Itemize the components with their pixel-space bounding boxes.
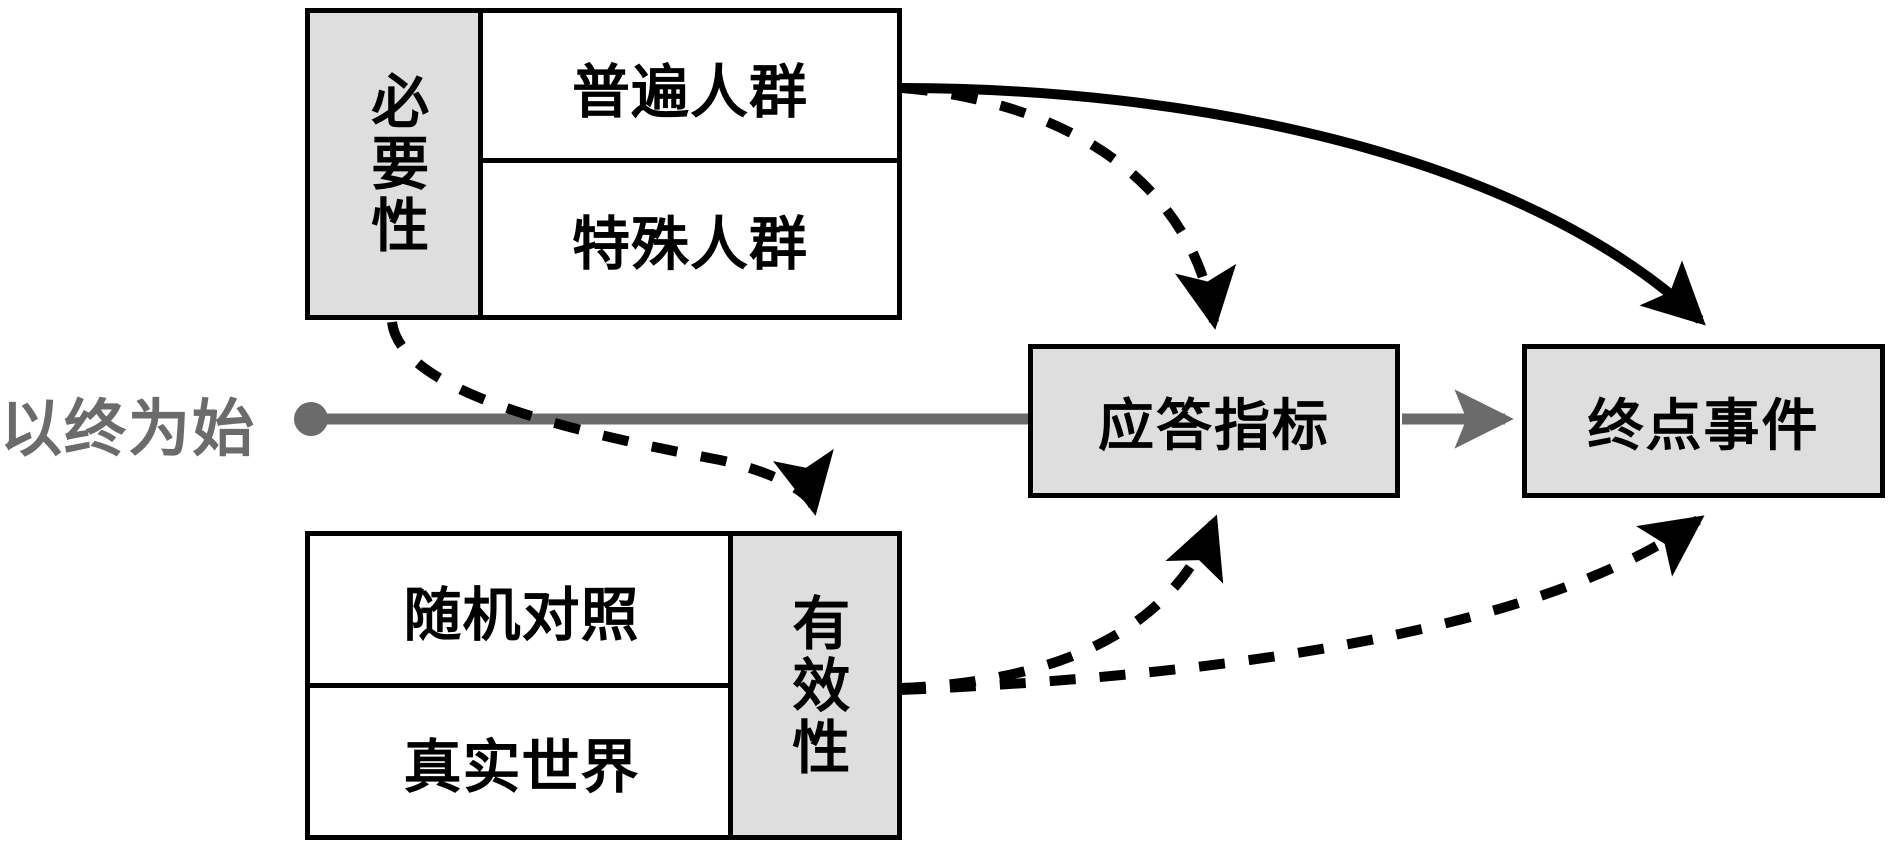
validity-row-1-label: 真实世界	[403, 734, 640, 800]
validity-row-0-label: 随机对照	[403, 582, 640, 648]
validity-header-cell: 有效性	[733, 536, 897, 835]
necessity-row-0: 普遍人群	[483, 13, 897, 160]
node-endpoint-event-label: 终点事件	[1587, 393, 1820, 457]
validity-header-divider	[728, 531, 733, 840]
necessity-row-1-label: 特殊人群	[571, 212, 808, 277]
edge-start-to-response	[294, 402, 1028, 436]
necessity-header-cell: 必要性	[310, 13, 478, 315]
node-response-indicator-label: 应答指标	[1098, 393, 1330, 457]
start-with-end-text: 以终为始	[0, 395, 257, 464]
edge-general-population-to-response	[901, 83, 1237, 330]
edge-validity-to-response	[899, 514, 1224, 693]
necessity-row-0-label: 普遍人群	[571, 59, 808, 125]
node-endpoint-event: 终点事件	[1522, 344, 1885, 498]
node-response-indicator: 应答指标	[1028, 344, 1400, 498]
validity-row-1: 真实世界	[310, 688, 733, 835]
validity-row-divider	[305, 683, 733, 688]
necessity-header-label: 必要性	[362, 71, 428, 257]
necessity-row-divider	[478, 158, 902, 163]
edge-necessity-to-validity	[387, 321, 834, 516]
edge-general-population-to-endpoint	[901, 83, 1706, 326]
necessity-row-1: 特殊人群	[483, 163, 897, 315]
edge-validity-to-endpoint	[899, 515, 1705, 695]
necessity-header-divider	[478, 8, 483, 320]
validity-row-0: 随机对照	[310, 536, 733, 683]
start-with-end-label: 以终为始	[0, 378, 256, 468]
validity-header-label: 有效性	[783, 592, 849, 779]
